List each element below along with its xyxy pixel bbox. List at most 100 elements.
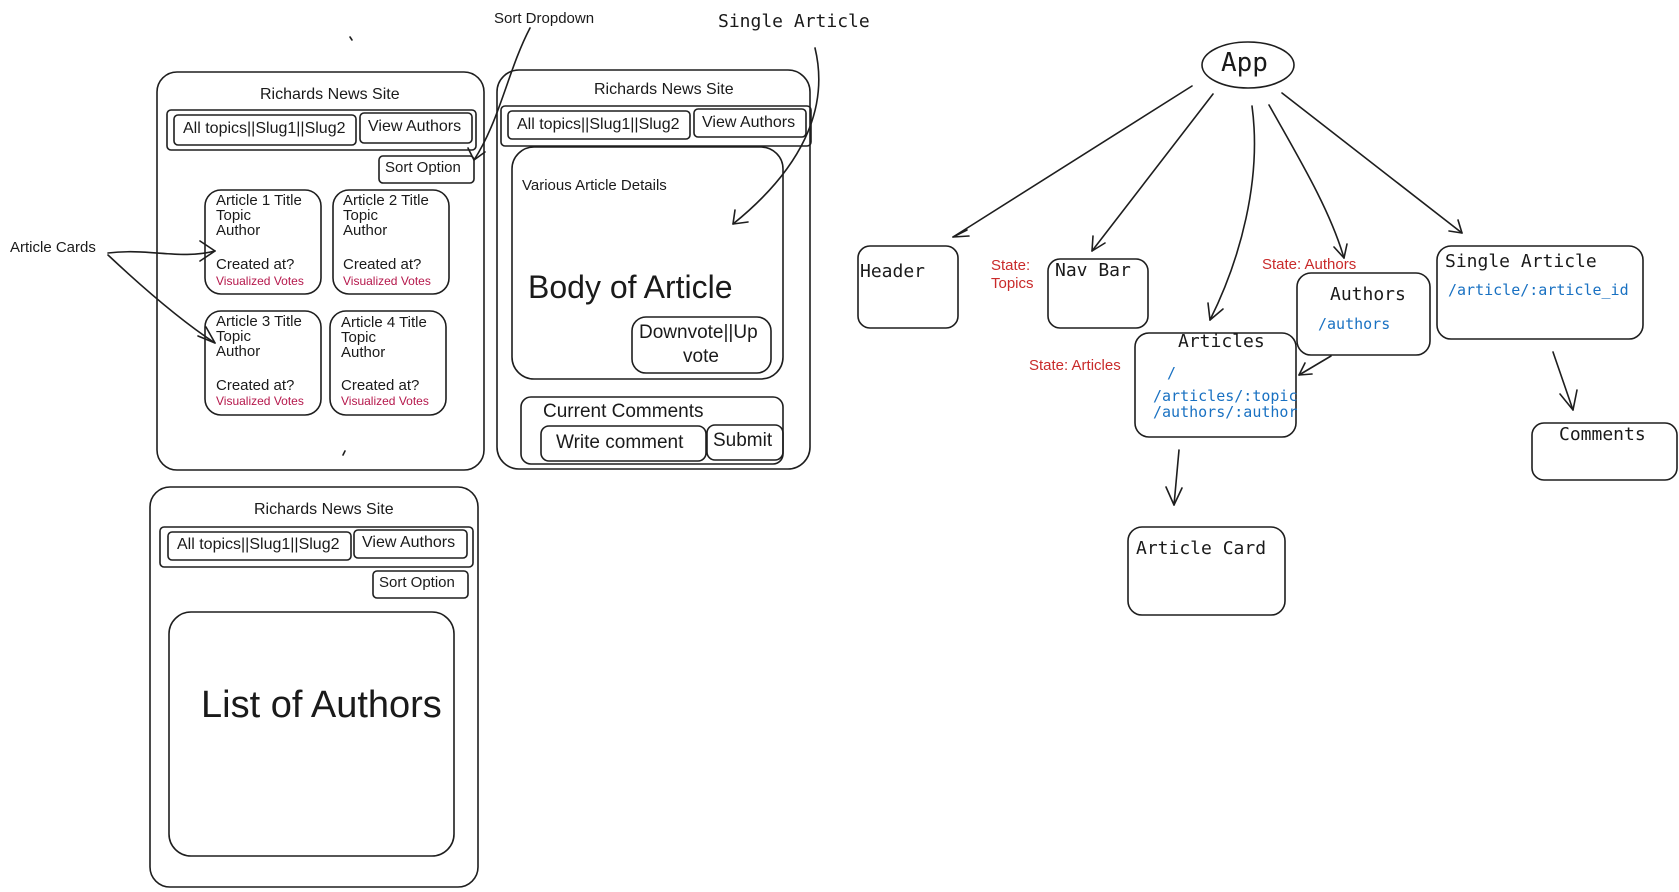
authors-topics-nav[interactable]: All topics||Slug1||Slug2	[177, 536, 340, 553]
card-created: Created at?	[343, 256, 422, 273]
authors-sort-dropdown[interactable]: Sort Option	[379, 574, 455, 591]
app-node-ellipse	[1201, 41, 1295, 89]
articles-node-box	[1134, 332, 1297, 438]
article-frame	[496, 69, 811, 470]
article-body: Body of Article	[528, 269, 733, 305]
edge-articles-card	[1173, 449, 1180, 506]
authors-frame	[149, 486, 479, 888]
state-articles-label: State: Articles	[1029, 357, 1121, 374]
write-comment-box	[540, 425, 707, 462]
vote-box	[631, 316, 772, 374]
route-articles-topic: /articles/:topic	[1153, 387, 1298, 405]
article-card-node-box	[1127, 526, 1286, 616]
articles-node: Articles	[1178, 331, 1265, 352]
navbar-node-box	[1047, 258, 1149, 329]
article-cards-arrow-2	[107, 254, 216, 344]
app-node: App	[1221, 48, 1268, 78]
authors-nav-bar	[159, 526, 474, 568]
edge-authors-articles-head	[1298, 362, 1313, 376]
home-sort-box	[378, 155, 475, 184]
home-nav-bar	[166, 109, 477, 151]
article-cards-arrowhead-1	[199, 240, 216, 262]
card-4-box	[329, 310, 447, 416]
write-comment-input[interactable]: Write comment	[556, 432, 684, 453]
card-created: Created at?	[341, 377, 420, 394]
route-single-article: /article/:article_id	[1448, 281, 1629, 299]
edge-app-authors-head	[1333, 243, 1348, 259]
vote-button-line1[interactable]: Downvote||Up	[639, 322, 758, 343]
state-authors-label: State: Authors	[1262, 256, 1357, 273]
single-article-node-box	[1436, 245, 1644, 340]
authors-view-authors-button[interactable]: View Authors	[362, 534, 456, 551]
edge-app-header	[952, 85, 1193, 238]
article-topics-box	[507, 110, 691, 140]
home-sort-dropdown[interactable]: Sort Option	[385, 159, 461, 176]
card-title: Article 1 Title	[216, 192, 302, 209]
authors-node-box	[1296, 272, 1431, 356]
article-cards-arrow-1	[107, 250, 216, 256]
card-2-box	[332, 189, 450, 295]
home-view-authors-button[interactable]: View Authors	[368, 118, 462, 135]
authors-list: List of Authors	[201, 684, 442, 726]
card-author: Author	[216, 222, 261, 239]
single-article-node: Single Article	[1445, 251, 1597, 272]
edge-app-navbar-head	[1091, 235, 1106, 252]
card-title: Article 2 Title	[343, 192, 429, 209]
home-view-authors-box	[359, 112, 473, 144]
tick-mark	[349, 36, 353, 41]
card-votes: Visualized Votes	[216, 274, 304, 288]
edge-authors-articles	[1298, 355, 1332, 376]
route-authors: /authors	[1318, 315, 1391, 333]
card-topic: Topic	[343, 207, 379, 224]
card-1-box	[204, 189, 322, 295]
article-view-authors-button[interactable]: View Authors	[702, 114, 796, 131]
edge-articles-card-head	[1165, 486, 1183, 506]
sort-dropdown-annotation: Sort Dropdown	[494, 10, 595, 27]
sort-dropdown-arrowhead	[467, 147, 486, 161]
single-article-arrowhead	[732, 209, 749, 225]
card-3-box	[204, 310, 322, 416]
article-topics-nav[interactable]: All topics||Slug1||Slug2	[517, 116, 680, 133]
card-title: Article 3 Title	[216, 313, 302, 330]
edge-app-single	[1281, 92, 1463, 234]
route-root: /	[1167, 364, 1177, 382]
edge-app-articles-head	[1207, 302, 1224, 321]
edge-single-comments-head	[1559, 389, 1578, 411]
card-created: Created at?	[216, 377, 295, 394]
vote-button-line2[interactable]: vote	[683, 346, 719, 367]
card-author: Author	[343, 222, 388, 239]
edge-app-header-head	[952, 229, 970, 238]
edge-app-authors	[1268, 104, 1345, 259]
authors-view-authors-box	[353, 529, 468, 559]
article-view-authors-box	[693, 108, 807, 138]
article-cards-annotation: Article Cards	[10, 239, 96, 256]
card-topic: Topic	[216, 328, 252, 345]
state-topics-label-1: State:	[991, 257, 1031, 274]
home-site-title: Richards News Site	[260, 86, 400, 103]
card-author: Author	[341, 344, 386, 361]
authors-site-title: Richards News Site	[254, 501, 394, 518]
route-authors-author: /authors/:author	[1153, 403, 1298, 421]
single-article-arrow	[732, 47, 820, 225]
navbar-node: Nav Bar	[1055, 260, 1131, 281]
article-site-title: Richards News Site	[594, 81, 734, 98]
card-title: Article 4 Title	[341, 314, 427, 331]
tick-mark	[342, 450, 346, 456]
home-topics-nav[interactable]: All topics||Slug1||Slug2	[183, 120, 346, 137]
authors-node: Authors	[1330, 284, 1406, 305]
submit-button[interactable]: Submit	[713, 430, 773, 451]
edge-single-comments	[1552, 351, 1574, 411]
edge-app-single-head	[1448, 219, 1463, 234]
card-author: Author	[216, 343, 261, 360]
authors-list-box	[168, 611, 455, 857]
header-node: Header	[860, 261, 926, 282]
single-article-annotation: Single Article	[718, 11, 870, 32]
sort-dropdown-arrow	[473, 27, 531, 161]
header-node-box	[857, 245, 959, 329]
comments-node: Comments	[1559, 424, 1646, 445]
card-votes: Visualized Votes	[216, 394, 304, 408]
home-topics-box	[173, 114, 357, 146]
authors-topics-box	[167, 531, 352, 561]
submit-box	[706, 424, 784, 461]
